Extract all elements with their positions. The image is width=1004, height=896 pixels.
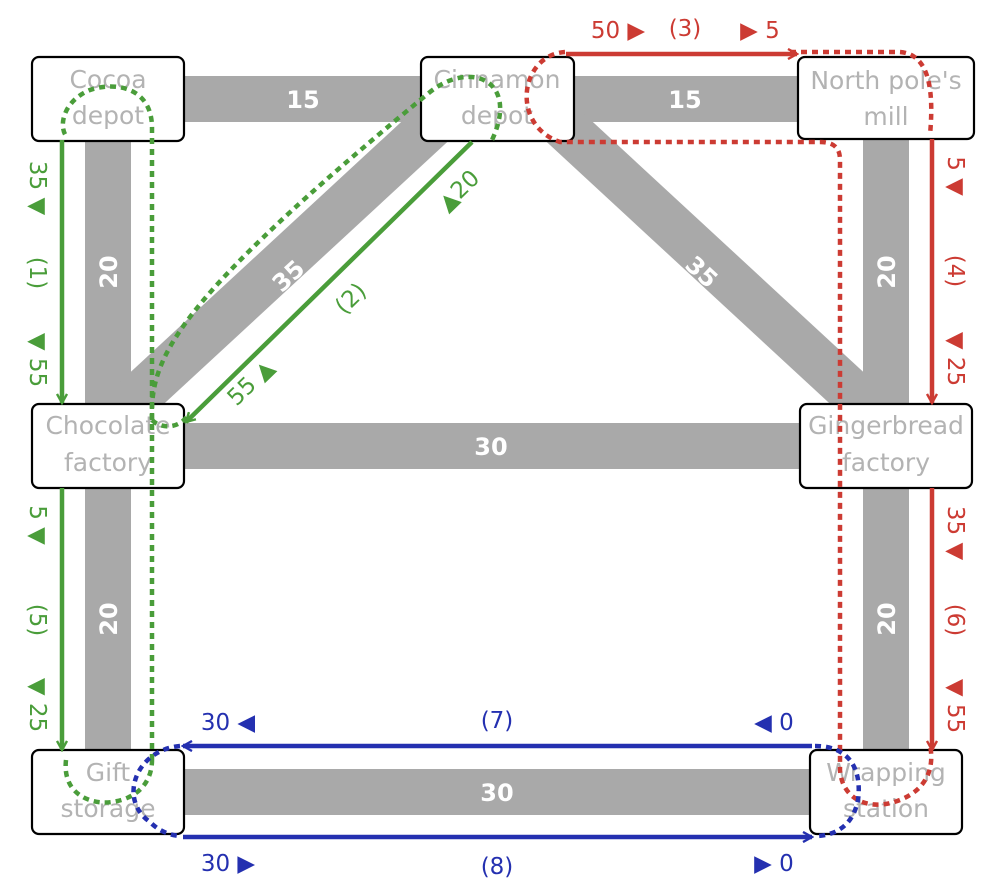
route-7-start-label: ◀ 0 — [754, 710, 794, 736]
road-label-chocolate-gingerbread: 30 — [474, 433, 507, 461]
node-label-line: storage — [61, 794, 156, 823]
green-dotted-trajectory — [60, 84, 155, 760]
road-label-northpole-gingerbread: 20 — [873, 255, 901, 288]
dotted-trajectories — [60, 49, 934, 839]
route-8-index-label: (8) — [481, 854, 514, 880]
route-5-start-label: 5 ▼ — [24, 505, 50, 545]
route-2-end-label: 55 ▲ — [223, 355, 280, 412]
red-dotted-trajectory — [524, 49, 934, 807]
route-8-start-label: 30 ▶ — [201, 851, 256, 877]
route-3-start-label: 50 ▶ — [591, 18, 646, 44]
roads-layer — [85, 76, 909, 815]
node-label-line: Gingerbread — [808, 411, 964, 440]
node-label-line: Gift — [86, 758, 131, 787]
route-8-end-label: ▶ 0 — [754, 851, 794, 877]
node-label-line: factory — [64, 448, 152, 477]
node-north-poles-mill: North pole's mill — [796, 55, 976, 141]
route-2-line — [186, 140, 474, 422]
solid-routes — [62, 54, 932, 837]
green-dotted-trajectory — [149, 74, 503, 421]
road-label-gift-wrapping: 30 — [480, 779, 513, 807]
route-4-end-label: ▼ 25 — [942, 332, 968, 386]
road-label-cocoa-cinnamon: 15 — [286, 86, 319, 114]
route-7-end-label: 30 ◀ — [201, 710, 256, 736]
route-1-end-label: ▼ 55 — [24, 333, 50, 387]
route-5-end-label: ▼ 25 — [24, 678, 50, 732]
node-label-line: mill — [863, 102, 908, 131]
route-1-index-label: (1) — [24, 257, 50, 290]
route-3-end-label: ▶ 5 — [740, 18, 780, 44]
route-5-index-label: (5) — [24, 604, 50, 637]
node-label-line: Cocoa — [69, 65, 146, 94]
route-6-index-label: (6) — [942, 604, 968, 637]
route-6-end-label: ▼ 55 — [942, 679, 968, 733]
green-dotted-trajectory — [63, 759, 155, 805]
blue-dotted-trajectory — [814, 743, 861, 839]
node-gingerbread-factory: Gingerbread factory — [798, 402, 974, 490]
road-label-chocolate-gift: 20 — [95, 602, 123, 635]
route-7-index-label: (7) — [481, 708, 514, 734]
route-2-index-label: (2) — [330, 278, 372, 319]
node-wrapping-station: Wrapping station — [808, 748, 964, 836]
road-cinnamon-chocolate — [102, 93, 464, 432]
road-label-cinnamon-northpole: 15 — [668, 86, 701, 114]
road-label-gingerbread-wrapping: 20 — [873, 602, 901, 635]
node-cocoa-depot: Cocoa depot — [30, 55, 186, 143]
node-chocolate-factory: Chocolate factory — [30, 402, 186, 490]
route-4-index-label: (4) — [942, 255, 968, 288]
node-label-line: depot — [72, 101, 144, 130]
node-label-line: factory — [842, 448, 930, 477]
node-label-line: North pole's — [810, 66, 961, 95]
node-label-line: Cinnamon — [434, 65, 561, 94]
road-label-cocoa-chocolate: 20 — [95, 255, 123, 288]
route-4-start-label: 5 ▼ — [942, 156, 968, 196]
route-3-index-label: (3) — [669, 16, 702, 42]
route-6-start-label: 35 ▼ — [942, 506, 968, 561]
node-gift-storage: Gift storage — [30, 748, 186, 836]
red-dotted-trajectory — [790, 49, 934, 136]
route-1-start-label: 35 ▼ — [24, 161, 50, 216]
road-cinnamon-gingerbread — [530, 93, 892, 432]
